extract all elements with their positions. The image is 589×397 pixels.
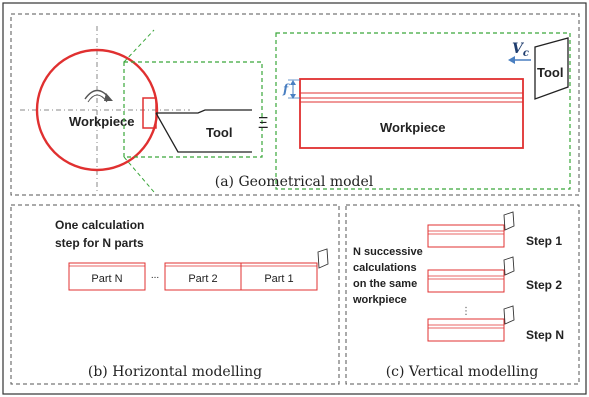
panel-horizontal-modelling: One calculation step for N parts Part N … [10,204,340,385]
zoom-box-small [123,61,263,158]
tool-shape-large [534,37,569,100]
cutting-speed-subscript: c [523,48,529,59]
panel-geometrical-model: Workpiece Tool Ξ Workpiece f Too [10,13,580,196]
caption-a: (a) Geometrical model [215,174,374,190]
parts-ellipsis: ... [151,270,159,281]
tool-icon-step-2 [503,256,515,276]
workpiece-label-circle: Workpiece [69,114,135,129]
horizontal-description-line1: One calculation [55,218,144,232]
step-2-box [427,269,505,293]
rotation-arrow-icon [84,89,113,103]
tool-icon-step-1 [503,211,515,231]
tool-icon-horizontal [317,248,329,269]
step-n-group: Step N [427,305,564,342]
workpiece-circle [35,48,159,172]
cutting-speed-v: V [512,41,525,57]
vertical-description-line2: calculations [353,262,417,274]
panel-b-border [10,204,340,385]
step-1-label: Step 1 [526,234,562,248]
step-1-group: Step 1 [427,211,562,248]
equivalence-symbol: Ξ [258,115,268,132]
zoom-box-large [275,32,571,190]
part-n-box [68,262,146,291]
panel-a-border [10,13,580,196]
tool-label-left: Tool [206,125,232,140]
part-2-label: Part 2 [188,273,217,285]
workpiece-rect [299,78,524,149]
caption-c: (c) Vertical modelling [386,364,539,380]
contact-zone-rect [142,97,157,129]
step-2-label: Step 2 [526,278,562,292]
part-1-label: Part 1 [264,273,293,285]
step-1-box [427,224,505,248]
steps-vertical-ellipsis: ⋮ [461,306,471,317]
zoom-connector-bottom [123,156,155,193]
feed-label: f [282,82,290,96]
workpiece-label-rect: Workpiece [380,120,446,135]
tool-shape-small [155,109,252,153]
tool-label-right: Tool [537,65,563,80]
horizontal-description-line2: step for N parts [55,236,144,250]
step-2-group: Step 2 [427,256,562,293]
cutting-speed-arrowhead-icon [508,56,515,64]
vertical-description-line4: workpiece [352,294,407,306]
cutting-speed-label: Vc [512,41,529,59]
part-n-label: Part N [91,273,122,285]
feed-dimension [288,79,300,99]
vertical-description-line3: on the same [353,278,417,290]
panel-vertical-modelling: N successive calculations on the same wo… [345,204,580,385]
step-n-label: Step N [526,328,564,342]
tool-icon-step-n [503,305,515,325]
panel-c-border [345,204,580,385]
step-n-box [427,318,505,342]
zoom-connector-top [123,29,155,63]
vertical-description-line1: N successive [353,246,423,258]
caption-b: (b) Horizontal modelling [88,364,262,380]
